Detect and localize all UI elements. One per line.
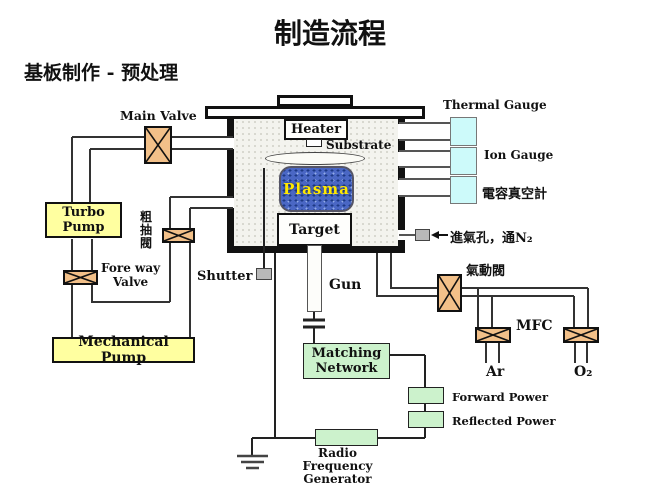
ar-label: Ar: [486, 364, 505, 380]
rough-valve: [162, 228, 195, 243]
mechanical-pump-label: Mechanical Pump: [78, 334, 169, 366]
gun-label: Gun: [329, 277, 362, 293]
gun-column: [307, 245, 322, 312]
gas-inlet-arrow-icon: [431, 231, 448, 239]
reflected-power-label: Reflected Power: [452, 414, 556, 428]
thermal-gauge-label: Thermal Gauge: [443, 98, 547, 112]
main-valve: [144, 126, 172, 164]
ion-gauge: [450, 147, 477, 175]
shutter-plate: [256, 268, 272, 280]
o2-label: O₂: [574, 364, 593, 380]
gas-inlet-label: 進氣孔，通N₂: [450, 231, 533, 246]
left-wall-port-main: [227, 138, 234, 149]
pneumatic-valve-label: 氣動閥: [466, 264, 506, 279]
capacitance-gauge: [450, 176, 477, 204]
pipe-turbo-mainvalve-chamber: [71, 136, 233, 203]
valve-x-icon: [477, 329, 509, 341]
matching-network-label: Matching Network: [311, 346, 382, 376]
turbo-pump-label: Turbo Pump: [62, 205, 105, 235]
page-subtitle: 基板制作 - 预处理: [24, 62, 179, 84]
valve-x-icon: [565, 329, 597, 341]
forward-power-box: [408, 387, 444, 404]
chamber-lid-knob: [277, 95, 353, 107]
substrate-holder: [306, 139, 322, 147]
substrate-label: Substrate: [326, 138, 392, 152]
turbo-pump: Turbo Pump: [45, 202, 122, 238]
fore-way-valve: [63, 270, 98, 285]
page-title: 制造流程: [273, 17, 386, 50]
valve-x-icon: [65, 272, 96, 283]
target-label: Target: [289, 221, 340, 238]
mfc-ar-valve: [475, 327, 511, 343]
valve-x-icon: [164, 230, 193, 241]
rf-generator-label: Radio Frequency Generator: [302, 446, 373, 486]
left-wall-port-rough: [227, 198, 234, 208]
capacitance-gauge-label: 電容真空計: [482, 187, 548, 202]
fore-way-valve-label: Fore way Valve: [101, 261, 161, 289]
right-wall-port-ion: [398, 152, 405, 166]
main-valve-label: Main Valve: [120, 108, 197, 123]
chamber-lid: [205, 106, 425, 119]
forward-power-label: Forward Power: [452, 390, 549, 404]
valve-x-icon: [439, 276, 460, 310]
heater-box: Heater: [284, 119, 348, 140]
target-box: Target: [277, 213, 352, 246]
ion-gauge-label: Ion Gauge: [484, 148, 554, 162]
right-wall-port-capacitance: [398, 180, 405, 195]
ground-icon: [237, 454, 268, 470]
matching-network: Matching Network: [303, 343, 390, 379]
plasma-region: Plasma: [279, 166, 354, 212]
pneumatic-valve: [437, 274, 462, 312]
gas-inlet-port: [415, 229, 430, 241]
capacitor-icon: [303, 318, 325, 329]
thermal-gauge: [450, 117, 477, 146]
plasma-label: Plasma: [283, 180, 350, 198]
rf-generator-box: [315, 429, 378, 446]
substrate-plate-ellipse: [265, 152, 365, 165]
gauge-connection-lines: [399, 122, 450, 236]
heater-label: Heater: [290, 122, 342, 137]
shutter-label: Shutter: [197, 269, 253, 284]
mfc-label: MFC: [516, 318, 553, 334]
valve-x-icon: [146, 128, 170, 162]
pipe-chamber-roughvalve-mechpump: [169, 196, 233, 338]
right-wall-port-thermal: [398, 124, 405, 139]
pipe-chamber-pneumatic-mfc: [376, 253, 589, 363]
mfc-o2-valve: [563, 327, 599, 343]
rough-valve-label: 粗 抽 閥: [140, 210, 153, 250]
mechanical-pump: Mechanical Pump: [52, 334, 195, 366]
reflected-power-box: [408, 411, 444, 428]
